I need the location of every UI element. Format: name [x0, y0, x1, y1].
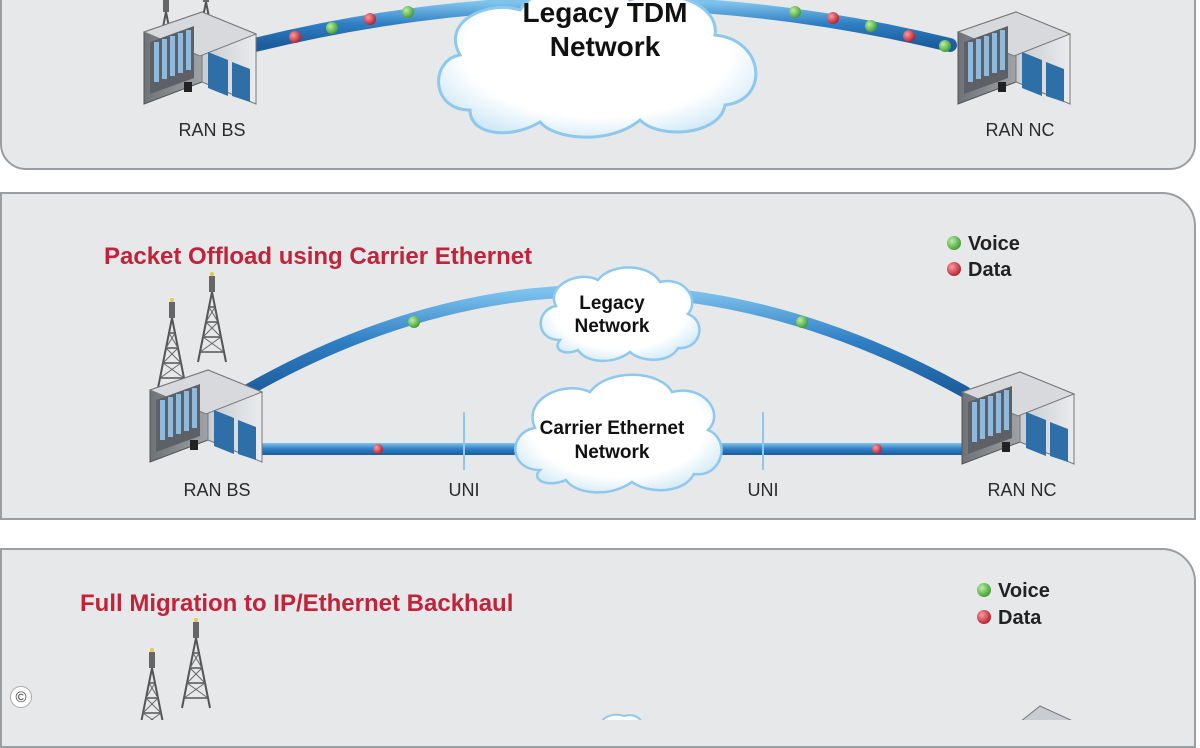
panel2-title: Packet Offload using Carrier Ethernet — [104, 243, 532, 270]
panel1-diagram: RAN BS RAN NC Legacy TDM Network — [143, 0, 1071, 140]
copyright-badge: © — [10, 686, 32, 708]
tower-icon — [137, 647, 167, 720]
server-icon — [1021, 705, 1072, 720]
voice-legend-label: Voice — [968, 233, 1020, 255]
panel-full-migration — [0, 548, 1196, 748]
carrier-ethernet-cloud-icon — [514, 373, 723, 494]
voice-legend-label: Voice — [998, 580, 1050, 602]
ran-bs-server-icon — [143, 11, 257, 105]
cloud-icon — [601, 713, 642, 720]
panel3-legend: Voice Data — [977, 580, 1050, 629]
panel2-legend: Voice Data — [947, 233, 1020, 281]
data-dot — [289, 31, 301, 43]
data-dot — [364, 13, 376, 25]
legacy-cloud-label-line2: Network — [575, 316, 650, 337]
voice-dot — [865, 20, 877, 32]
voice-dot — [789, 6, 801, 18]
data-dot — [373, 444, 383, 454]
diagram-canvas: RAN BS RAN NC Legacy TDM Network Packet … — [80, 0, 1075, 720]
legacy-network-cloud-icon — [539, 266, 701, 362]
data-dot — [903, 30, 915, 42]
voice-dot — [796, 316, 808, 328]
data-legend-dot — [947, 262, 961, 276]
tower-icon — [181, 617, 211, 709]
ran-nc-server-icon — [957, 11, 1071, 105]
uni-right-label: UNI — [748, 480, 779, 500]
voice-dot — [408, 316, 420, 328]
tdm-cloud-label-line2: Network — [550, 31, 661, 62]
data-legend-label: Data — [998, 607, 1042, 629]
tdm-cloud-label-line1: Legacy TDM — [523, 0, 688, 28]
data-legend-dot — [977, 610, 991, 624]
ran-bs-server-icon — [149, 369, 263, 463]
ce-cloud-label-line1: Carrier Ethernet — [540, 418, 685, 439]
voice-dot — [402, 6, 414, 18]
legacy-tdm-cloud-icon — [437, 0, 758, 139]
ran-bs-label: RAN BS — [178, 120, 245, 140]
tower-icon — [197, 271, 227, 363]
voice-legend-dot — [947, 236, 961, 250]
data-dot — [872, 444, 882, 454]
voice-dot — [939, 40, 951, 52]
data-dot — [827, 12, 839, 24]
uni-left-label: UNI — [449, 480, 480, 500]
panel1-packet-dots — [289, 6, 951, 52]
ran-nc-label: RAN NC — [985, 120, 1054, 140]
ce-cloud-label-line2: Network — [575, 442, 650, 463]
tower-icon — [157, 297, 187, 389]
voice-legend-dot — [977, 583, 991, 597]
panel2-diagram: Packet Offload using Carrier Ethernet Vo… — [104, 233, 1075, 500]
ran-nc-server-icon — [961, 371, 1075, 465]
legacy-cloud-label-line1: Legacy — [579, 293, 645, 314]
ran-bs-label: RAN BS — [183, 480, 250, 500]
data-legend-label: Data — [968, 259, 1012, 281]
ran-nc-label: RAN NC — [987, 480, 1056, 500]
voice-dot — [326, 22, 338, 34]
panel3-diagram: Full Migration to IP/Ethernet Backhaul V… — [80, 580, 1072, 720]
panel3-title: Full Migration to IP/Ethernet Backhaul — [80, 590, 513, 617]
